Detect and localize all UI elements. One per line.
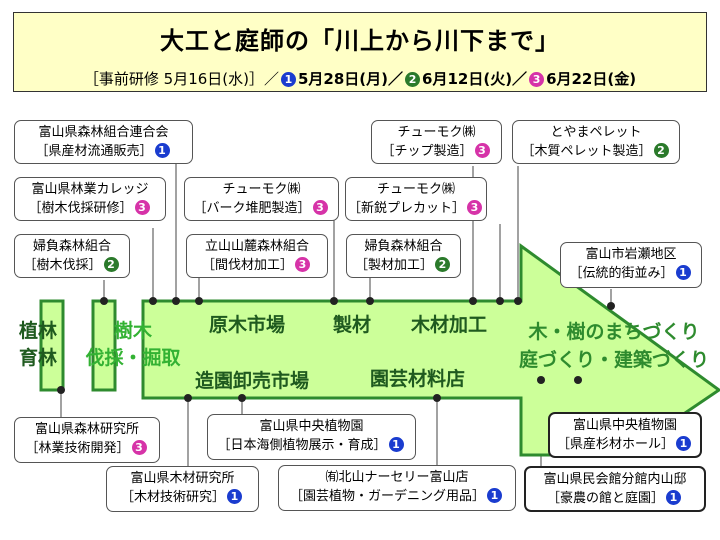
box-uchiyama-residence: 富山県民会館分館内山邸 ［豪農の館と庭園］1 <box>524 466 706 512</box>
plant-bar <box>39 299 65 392</box>
session-badge: 2 <box>653 143 669 158</box>
box-botanic-garden-hall: 富山県中央植物園 ［県産杉材ホール］1 <box>548 412 702 458</box>
box-kitayama-nursery-name: ㈲北山ナーセリー富山店 <box>325 470 469 485</box>
box-timber-research: 富山県木材研究所 ［木材技術研究］1 <box>106 466 259 512</box>
session-badge: 1 <box>388 437 404 452</box>
box-chumoku-chip-name: チューモク㈱ <box>397 125 476 140</box>
session-badge: 3 <box>295 257 310 272</box>
session-3-date: 6月22日(金) <box>546 70 637 88</box>
box-nei-forest-harvest-name: 婦負森林組合 <box>32 239 111 254</box>
box-botanic-garden-display-role: ［日本海側植物展示・育成］ <box>217 438 387 453</box>
session-2-date: 6月12日(火)／ <box>422 70 528 88</box>
box-chumoku-chip: チューモク㈱ ［チップ製造］3 <box>371 120 502 164</box>
box-tateyama-role: ［間伐材加工］ <box>201 258 293 273</box>
box-forestry-union-role: ［県産材流通販売］ <box>35 144 153 159</box>
box-forest-research-name: 富山県森林研究所 <box>34 422 139 437</box>
box-botanic-garden-display: 富山県中央植物園 ［日本海側植物展示・育成］1 <box>207 414 416 460</box>
box-nei-forest-lumber: 婦負森林組合 ［製材加工］2 <box>346 234 461 278</box>
box-toyama-pellet: とやまペレット ［木質ペレット製造］2 <box>512 120 680 164</box>
box-chumoku-precut: チューモク㈱ ［新鋭プレカット］3 <box>345 177 487 221</box>
session-badge: 3 <box>134 200 150 215</box>
box-chumoku-chip-role: ［チップ製造］ <box>381 144 473 159</box>
box-kitayama-nursery-role: ［園芸植物・ガーデニング用品］ <box>289 489 485 504</box>
session-badge: 1 <box>675 265 691 280</box>
pre-training-date: ［事前研修 5月16日(水)］／ <box>83 70 279 88</box>
stage-garden-store: 園芸材料店 <box>370 368 466 390</box>
box-iwase: 富山市岩瀬地区 ［伝統的街並み］1 <box>560 242 702 288</box>
box-nei-forest-lumber-role: ［製材加工］ <box>354 258 433 273</box>
box-chumoku-compost-role: ［バーク堆肥製造］ <box>193 201 311 216</box>
stage-goal-line1: 木・樹のまちづくり <box>528 321 700 343</box>
stage-goal: 木・樹のまちづくり 庭づくり・建築づくり <box>516 318 712 374</box>
box-iwase-role: ［伝統的街並み］ <box>569 266 674 281</box>
stage-harvest: 樹木 伐採・掘取 <box>78 318 188 372</box>
page-title: 大工と庭師の「川上から川下まで」 <box>160 27 560 55</box>
box-chumoku-compost: チューモク㈱ ［バーク堆肥製造］3 <box>184 177 339 221</box>
box-chumoku-compost-name: チューモク㈱ <box>222 182 301 197</box>
stage-nursery-market: 造園卸売市場 <box>195 370 310 392</box>
session-badge: 1 <box>227 489 242 504</box>
session-3-badge: 3 <box>529 72 545 87</box>
box-kitayama-nursery: ㈲北山ナーセリー富山店 ［園芸植物・ガーデニング用品］1 <box>278 465 516 511</box>
box-nei-forest-harvest-role: ［樹木伐採］ <box>23 258 102 273</box>
stage-harvest-line2: 伐採・掘取 <box>85 347 181 369</box>
stage-plant-line2: 育林 <box>19 347 58 369</box>
box-forestry-college: 富山県林業カレッジ ［樹木伐採研修］3 <box>14 177 166 221</box>
session-1-badge: 1 <box>281 72 296 87</box>
session-badge: 3 <box>474 143 490 158</box>
box-botanic-garden-display-name: 富山県中央植物園 <box>259 419 364 434</box>
stage-plant: 植林 育林 <box>19 318 57 372</box>
box-toyama-pellet-role: ［木質ペレット製造］ <box>521 144 652 159</box>
connector-dots <box>57 297 615 402</box>
stage-lumber: 製材 <box>333 314 372 336</box>
box-nei-forest-harvest: 婦負森林組合 ［樹木伐採］2 <box>14 234 130 278</box>
stage-goal-line2: 庭づくり・建築づくり <box>518 349 709 371</box>
box-forestry-union-name: 富山県森林組合連合会 <box>38 125 169 140</box>
session-badge: 1 <box>154 143 170 158</box>
session-badge: 1 <box>676 436 691 451</box>
session-badge: 1 <box>487 488 502 503</box>
session-badge: 2 <box>435 257 450 272</box>
session-1-date: 5月28日(月)／ <box>298 70 404 88</box>
session-badge: 2 <box>103 257 119 272</box>
box-forest-research: 富山県森林研究所 ［林業技術開発］3 <box>14 417 160 463</box>
box-timber-research-role: ［木材技術研究］ <box>120 490 225 505</box>
session-badge: 3 <box>312 200 328 215</box>
session-2-badge: 2 <box>405 72 421 87</box>
box-forestry-college-name: 富山県林業カレッジ <box>31 182 149 197</box>
box-forestry-college-role: ［樹木伐採研修］ <box>28 201 133 216</box>
box-chumoku-precut-role: ［新鋭プレカット］ <box>347 201 465 216</box>
box-chumoku-precut-name: チューモク㈱ <box>376 182 455 197</box>
box-tateyama: 立山山麓森林組合 ［間伐材加工］3 <box>186 234 328 278</box>
box-botanic-garden-hall-role: ［県産杉材ホール］ <box>556 437 674 452</box>
session-badge: 3 <box>467 200 482 215</box>
stage-plant-line1: 植林 <box>19 320 58 342</box>
box-forest-research-role: ［林業技術開発］ <box>25 441 130 456</box>
box-uchiyama-residence-name: 富山県民会館分館内山邸 <box>543 472 687 487</box>
box-forestry-union: 富山県森林組合連合会 ［県産材流通販売］1 <box>14 120 193 164</box>
session-badge: 3 <box>131 440 147 455</box>
box-timber-research-name: 富山県木材研究所 <box>130 471 235 486</box>
box-toyama-pellet-name: とやまペレット <box>550 125 642 140</box>
box-iwase-name: 富山市岩瀬地区 <box>585 247 677 262</box>
session-badge: 1 <box>666 490 681 505</box>
box-tateyama-name: 立山山麓森林組合 <box>204 239 309 254</box>
box-uchiyama-residence-role: ［豪農の館と庭園］ <box>546 491 664 506</box>
stage-log-market: 原木市場 <box>209 314 286 336</box>
box-botanic-garden-hall-name: 富山県中央植物園 <box>572 418 677 433</box>
box-nei-forest-lumber-name: 婦負森林組合 <box>364 239 443 254</box>
stage-harvest-line1: 樹木 <box>113 320 152 342</box>
stage-processing: 木材加工 <box>411 314 488 336</box>
